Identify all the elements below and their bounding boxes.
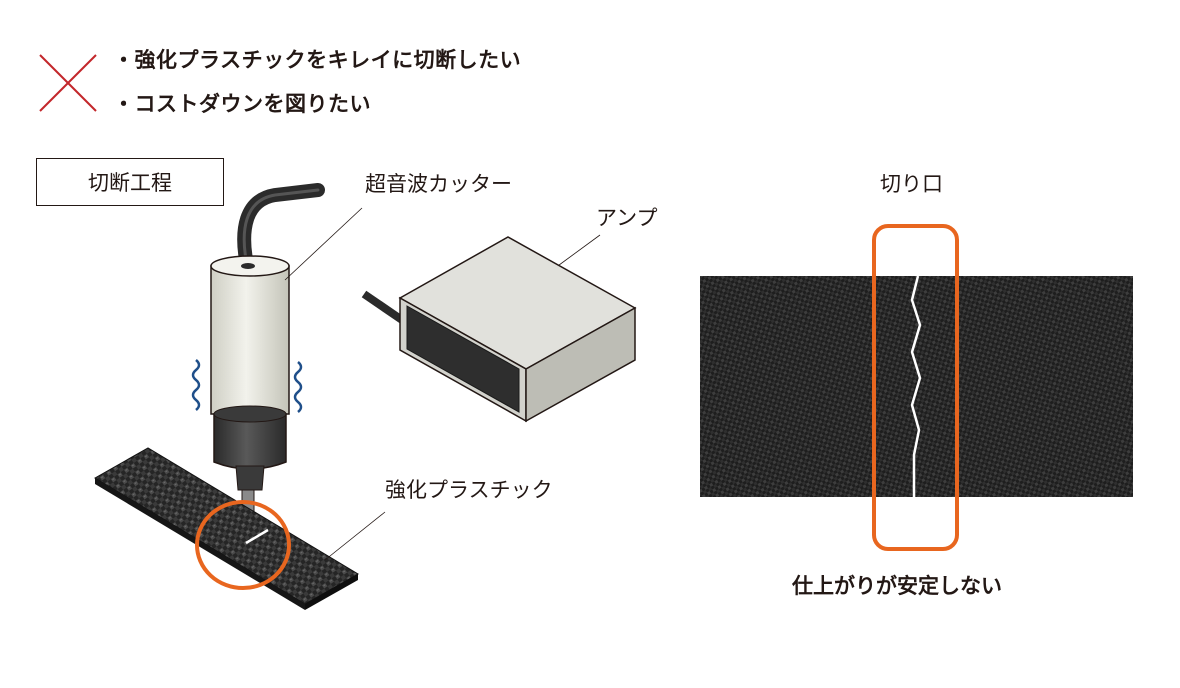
reinforced-plastic-strip bbox=[94, 447, 359, 610]
cut-edge-label: 切り口 bbox=[880, 172, 943, 196]
problem-item-2: ・コストダウンを図りたい bbox=[113, 92, 371, 116]
section-title: 切断工程 bbox=[36, 158, 224, 206]
vibration-icon bbox=[191, 359, 303, 413]
cross-icon bbox=[39, 54, 97, 112]
problem-item-1: ・強化プラスチックをキレイに切断したい bbox=[113, 48, 522, 72]
cutter-label: 超音波カッター bbox=[365, 172, 512, 196]
cut-edge-closeup bbox=[700, 275, 1133, 497]
cut-edge-highlight bbox=[872, 224, 959, 551]
amp-leader-line bbox=[554, 234, 601, 269]
cutter-leader-line bbox=[284, 207, 363, 281]
material-label: 強化プラスチック bbox=[385, 478, 553, 502]
result-caption: 仕上がりが安定しない bbox=[792, 574, 1002, 598]
cut-point-highlight bbox=[195, 500, 291, 590]
material-leader-line bbox=[324, 511, 386, 561]
amp-label: アンプ bbox=[596, 206, 658, 230]
amplifier-illustration bbox=[361, 236, 637, 423]
